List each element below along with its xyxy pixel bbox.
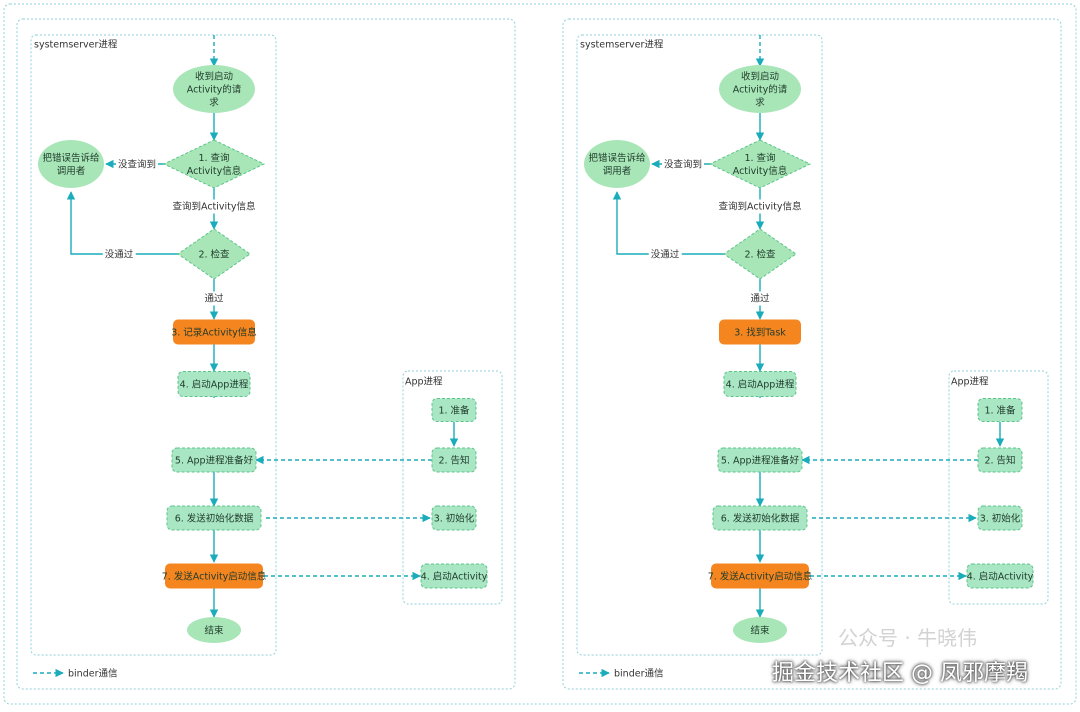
report-ellipse (38, 140, 104, 188)
edge-label-not-found-bg (115, 157, 159, 172)
app2-box (431, 447, 477, 473)
app3-box (431, 505, 477, 531)
end-label: 结束 (750, 625, 770, 637)
systemserver-frame (576, 34, 823, 656)
edge-label-not-found: 没查询到 (118, 159, 156, 171)
edge-label-not-pass: 没通过 (105, 249, 134, 261)
edge-label-not-pass: 没通过 (651, 249, 680, 261)
edge-not-pass (66, 191, 179, 255)
legend-label: binder通信 (614, 668, 663, 680)
step7-box (711, 563, 809, 589)
app1-label: 1. 准备 (438, 405, 470, 417)
app2-label: 2. 告知 (438, 455, 469, 467)
step3-label: 3. 记录Activity信息 (171, 327, 257, 339)
query-diamond (162, 139, 266, 189)
edge-label-found: 查询到Activity信息 (172, 201, 255, 213)
app4-label: 4. 启动Activity (967, 571, 1034, 583)
app4-label: 4. 启动Activity (421, 571, 488, 583)
edge-label-not-pass-bg (102, 247, 136, 262)
app3-box (977, 505, 1023, 531)
app3-label: 3. 初始化 (980, 513, 1021, 525)
edge-not-pass (612, 191, 725, 255)
panel-frame (562, 18, 1062, 690)
systemserver-label: systemserver进程 (34, 40, 118, 51)
step7-label: 7. 发送Activity启动信息 (162, 571, 267, 583)
check-label: 2. 检查 (744, 249, 776, 261)
step3-box (719, 319, 801, 345)
panel-left: systemserver进程 App进程 没查询到查询到Activity信息没通过通… (16, 18, 516, 690)
end-ellipse (187, 617, 241, 643)
app1-label: 1. 准备 (984, 405, 1016, 417)
edge-label-pass-bg (748, 291, 772, 306)
step6-label: 6. 发送初始化数据 (721, 513, 800, 525)
edge-label-pass: 通过 (750, 293, 770, 305)
edge-label-pass-bg (202, 291, 226, 306)
start-ellipse (173, 65, 255, 113)
edge-label-not-pass-bg (648, 247, 682, 262)
start-ellipse (719, 65, 801, 113)
app2-label: 2. 告知 (984, 455, 1015, 467)
watermark-top: 公众号 · 牛晓伟 (838, 626, 978, 650)
step4-box (177, 371, 251, 397)
step5-label: 5. App进程准备好 (175, 455, 254, 467)
app-process-frame (948, 370, 1049, 605)
app4-box (420, 563, 488, 589)
outer-frame (3, 3, 1077, 705)
step6-box (166, 505, 262, 531)
step4-label: 4. 启动App进程 (726, 379, 795, 391)
edge-label-found-bg (716, 199, 804, 214)
app4-box (966, 563, 1034, 589)
step3-box (173, 319, 255, 345)
edge-label-found-bg (170, 199, 258, 214)
panel-frame (16, 18, 516, 690)
app-process-frame (402, 370, 503, 605)
app3-label: 3. 初始化 (434, 513, 475, 525)
step6-label: 6. 发送初始化数据 (175, 513, 254, 525)
step4-label: 4. 启动App进程 (180, 379, 249, 391)
edge-label-found: 查询到Activity信息 (718, 201, 801, 213)
edge-label-not-found: 没查询到 (664, 159, 702, 171)
edge-label-pass: 通过 (204, 293, 224, 305)
end-label: 结束 (204, 625, 224, 637)
report-ellipse (584, 140, 650, 188)
legend-label: binder通信 (68, 668, 117, 680)
app-process-label: App进程 (951, 377, 989, 388)
check-diamond (723, 228, 797, 280)
panel-right: systemserver进程 App进程 没查询到查询到Activity信息没通过通… (562, 18, 1062, 690)
app1-box (977, 398, 1023, 422)
step5-label: 5. App进程准备好 (721, 455, 800, 467)
step5-box (717, 447, 803, 473)
app2-box (977, 447, 1023, 473)
step6-box (712, 505, 808, 531)
systemserver-frame (30, 34, 277, 656)
app1-box (431, 398, 477, 422)
step7-box (165, 563, 263, 589)
step4-box (723, 371, 797, 397)
check-diamond (177, 228, 251, 280)
systemserver-label: systemserver进程 (580, 40, 664, 51)
app-process-label: App进程 (405, 377, 443, 388)
watermark-main: 掘金技术社区 @ 凤邪摩羯 (772, 661, 1028, 686)
query-diamond (708, 139, 812, 189)
step3-label: 3. 找到Task (734, 327, 786, 339)
check-label: 2. 检查 (198, 249, 230, 261)
edge-label-not-found-bg (661, 157, 705, 172)
report-label: 把错误告诉给调用者 (588, 152, 646, 177)
step5-box (171, 447, 257, 473)
step7-label: 7. 发送Activity启动信息 (708, 571, 813, 583)
end-ellipse (733, 617, 787, 643)
report-label: 把错误告诉给调用者 (42, 152, 100, 177)
